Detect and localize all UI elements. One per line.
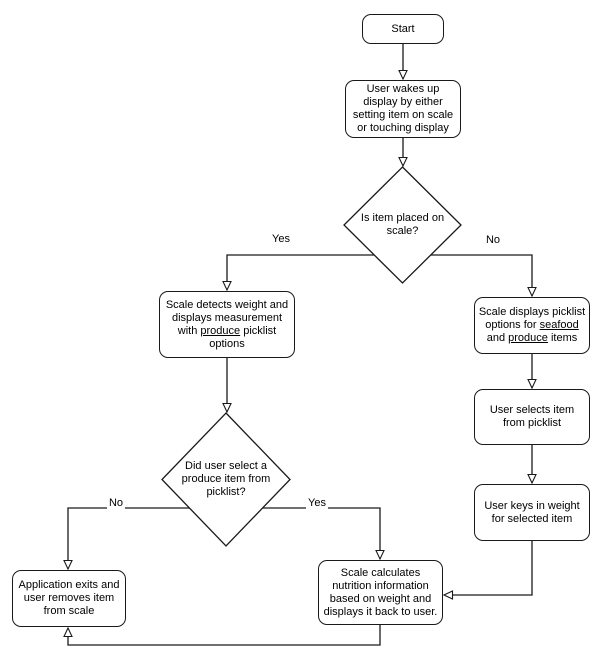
text-line: User wakes up (366, 83, 440, 95)
node-user-keys-weight: User keys in weight for selected item (474, 484, 590, 541)
edge-label-yes-bottom: Yes (306, 497, 328, 509)
node-application-exits-text: Application exits and user removes item … (19, 579, 120, 618)
text-line: based on weight and (329, 592, 432, 605)
text-line: displays measurement (171, 311, 283, 324)
text-line: Scale displays picklist (478, 306, 586, 318)
connector-decision2-no-to-app-exits (63, 507, 226, 571)
node-scale-calculates: Scale calculates nutrition information b… (318, 560, 443, 625)
node-scale-displays-text: Scale displays picklist options for seaf… (479, 306, 585, 345)
node-user-selects-text: User selects item from picklist (490, 404, 574, 430)
text-line: User keys in weight (484, 499, 580, 512)
node-scale-calculates-text: Scale calculates nutrition information b… (324, 567, 438, 619)
node-scale-detects-text: Scale detects weight and displays measur… (166, 299, 288, 351)
node-start: Start (362, 14, 444, 44)
edge-label-no-bottom: No (106, 497, 126, 509)
text-line: User selects item (489, 404, 575, 416)
text-line: display by either (363, 96, 443, 108)
node-user-keys-text: User keys in weight for selected item (484, 500, 579, 526)
text-line: Scale calculates (340, 566, 421, 579)
text-line: user removes item (23, 592, 115, 604)
text-line: Application exits and (18, 579, 120, 591)
underlined-word: produce (508, 332, 548, 344)
text-line: and produce items (479, 332, 585, 345)
text-line: nutrition information (332, 579, 429, 592)
text-line: from picklist (502, 417, 562, 429)
connector-decision1-no-to-scale-displays (402, 254, 537, 298)
text-part: with (177, 324, 201, 337)
connector-scale-calculates-to-app-exits (63, 625, 381, 646)
underlined-word: produce (200, 324, 241, 337)
text-line: options (209, 337, 245, 350)
connector-decision2-yes-to-scale-calculates (226, 507, 385, 561)
text-line: setting item on scale (352, 109, 454, 121)
node-application-exits: Application exits and user removes item … (12, 570, 126, 627)
node-wake-display: User wakes up display by either setting … (345, 80, 461, 138)
edge-label-no-top: No (483, 234, 503, 246)
text-line: for selected item (491, 512, 573, 525)
edge-label-yes-top: Yes (270, 233, 292, 245)
text-line: options for seafood (479, 319, 585, 332)
text-part: picklist (240, 324, 277, 337)
text-line: from scale (43, 605, 95, 617)
decision-produce-selected-diamond (161, 412, 291, 547)
node-scale-detects-weight: Scale detects weight and displays measur… (159, 291, 295, 358)
node-wake-display-text: User wakes up display by either setting … (353, 83, 453, 135)
text-line: or touching display (357, 122, 449, 134)
text-part: and (486, 332, 509, 344)
decision-item-on-scale-diamond (343, 166, 462, 284)
text-line: displays it back to user. (323, 605, 438, 618)
text-part: options for (485, 319, 540, 331)
underlined-word: seafood (539, 319, 579, 331)
connector-decision1-yes-to-scale-detects (222, 254, 402, 292)
text-line: with produce picklist (166, 325, 288, 338)
text-line: Scale detects weight and (165, 298, 289, 311)
node-start-label: Start (391, 22, 415, 35)
text-part: items (547, 332, 578, 344)
node-user-selects-item: User selects item from picklist (474, 389, 590, 445)
connector-user-keys-to-scale-calculates (442, 541, 533, 600)
node-scale-displays-picklist: Scale displays picklist options for seaf… (474, 297, 590, 354)
